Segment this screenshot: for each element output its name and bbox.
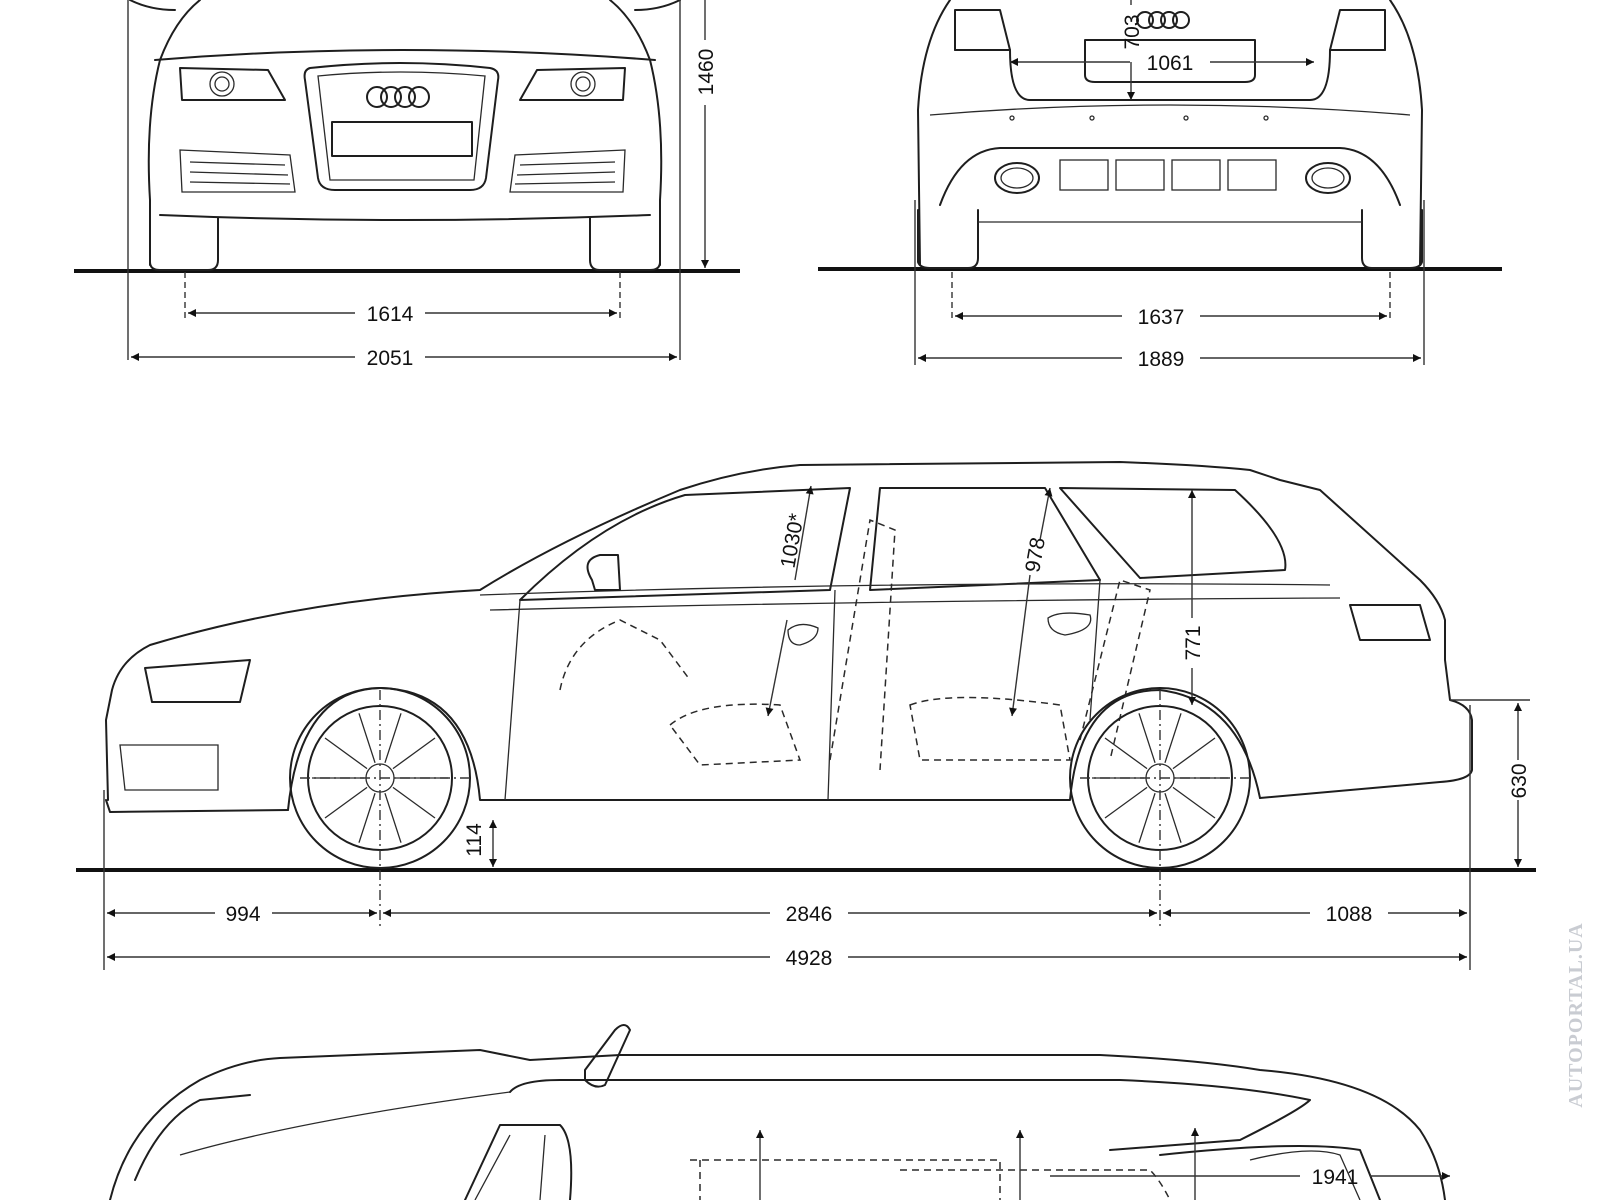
front-view: 1614 2051 1460 bbox=[74, 0, 740, 370]
ground-clearance-label: 114 bbox=[463, 823, 486, 857]
front-right-headlight bbox=[519, 67, 626, 101]
top-body-outline bbox=[109, 1049, 1446, 1200]
rear-track-label: 1637 bbox=[1138, 306, 1185, 329]
side-headlight bbox=[144, 659, 251, 703]
tailgate-width-label: 1061 bbox=[1147, 52, 1194, 75]
front-grille bbox=[303, 62, 500, 191]
front-headroom-label: 1030* bbox=[777, 512, 809, 570]
front-overhang-label: 994 bbox=[225, 903, 260, 926]
front-right-foglamp bbox=[509, 149, 626, 193]
rear-door-handle bbox=[1047, 612, 1092, 636]
front-seat-outline bbox=[559, 518, 896, 771]
rear-width-label: 1889 bbox=[1138, 348, 1185, 371]
front-body-outline bbox=[147, 0, 663, 266]
wheel-spoke bbox=[1172, 786, 1216, 819]
side-front-intake bbox=[119, 744, 219, 791]
left-exhaust-pipe bbox=[994, 162, 1040, 194]
wheel-spoke bbox=[1164, 793, 1182, 843]
wheelbase-label: 2846 bbox=[786, 903, 833, 926]
top-roof-glass bbox=[509, 1079, 1311, 1151]
sill-height-label: 630 bbox=[1508, 763, 1531, 798]
side-front-window bbox=[519, 487, 851, 601]
right-exhaust-pipe bbox=[1305, 162, 1351, 194]
wheel-spoke bbox=[324, 737, 368, 770]
license-plate bbox=[331, 121, 473, 157]
autoportal-watermark: AUTOPORTAL.UA bbox=[1565, 922, 1587, 1107]
audi-rings-logo-front bbox=[366, 86, 430, 108]
wheel-spoke bbox=[1104, 786, 1148, 819]
side-rear-window bbox=[869, 487, 1101, 591]
front-track-label: 1614 bbox=[367, 303, 414, 326]
front-door-handle bbox=[787, 623, 819, 646]
front-left-foglamp bbox=[179, 149, 296, 193]
side-mirror bbox=[586, 554, 621, 591]
side-view: 994 2846 1088 4928 630 114 771 1030* 978 bbox=[76, 461, 1536, 970]
wheel-spoke bbox=[392, 737, 436, 770]
wheel-spoke bbox=[384, 793, 402, 843]
wheel-spoke bbox=[384, 713, 402, 763]
rear-left-tyre bbox=[917, 209, 979, 269]
interior-length-label: 1941 bbox=[1312, 1166, 1359, 1189]
side-tail-light bbox=[1349, 604, 1431, 641]
wheel-spoke bbox=[1138, 713, 1156, 763]
tailgate-height-label: 703 bbox=[1121, 14, 1144, 49]
audi-rings-logo-rear bbox=[1136, 11, 1190, 29]
length-label: 4928 bbox=[786, 947, 833, 970]
rear-view: 1061 703 1637 1889 bbox=[818, 0, 1502, 371]
wheel-spoke bbox=[324, 786, 368, 819]
front-width-label: 2051 bbox=[367, 347, 414, 370]
rear-tailgate bbox=[954, 49, 1386, 101]
side-quarter-window bbox=[1059, 487, 1287, 579]
wheel-spoke bbox=[392, 786, 436, 819]
front-left-tyre bbox=[149, 214, 219, 271]
rear-opening-height-label: 771 bbox=[1182, 625, 1205, 660]
wheel-spoke bbox=[1164, 713, 1182, 763]
rear-overhang-label: 1088 bbox=[1326, 903, 1373, 926]
front-left-headlight bbox=[179, 67, 286, 101]
wheel-spoke bbox=[1172, 737, 1216, 770]
rear-right-tyre bbox=[1361, 209, 1423, 269]
rear-body-outline bbox=[917, 0, 1423, 266]
rear-headroom-label: 978 bbox=[1021, 536, 1050, 575]
wheel-spoke bbox=[358, 793, 376, 843]
rear-seat-outline bbox=[909, 579, 1151, 761]
wheel-spoke bbox=[1138, 793, 1156, 843]
wheel-spoke bbox=[358, 713, 376, 763]
rear-plate-recess bbox=[1084, 39, 1256, 83]
roof-antenna bbox=[584, 1024, 631, 1088]
top-windshield-frame bbox=[464, 1124, 573, 1200]
front-right-tyre bbox=[589, 214, 661, 271]
wheel-spoke bbox=[1104, 737, 1148, 770]
top-view: 1941 bbox=[109, 1024, 1450, 1200]
front-height-label: 1460 bbox=[695, 49, 718, 96]
rear-diffuser bbox=[939, 147, 1401, 206]
